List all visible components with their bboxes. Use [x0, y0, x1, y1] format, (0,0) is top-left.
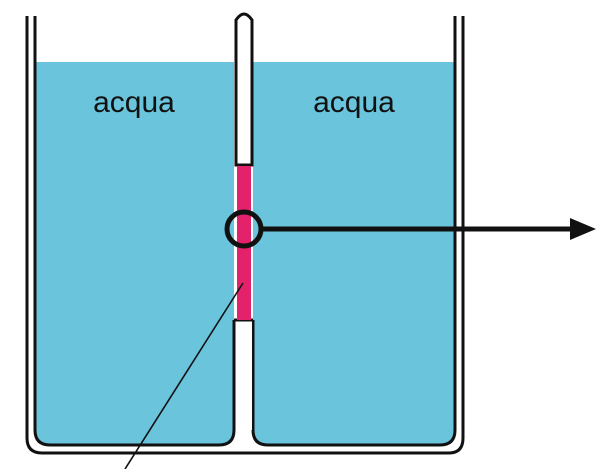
label-right: acqua — [313, 86, 395, 119]
divider-lower — [236, 320, 252, 430]
label-left: acqua — [93, 86, 175, 119]
container-inner-right — [251, 16, 457, 447]
container-inner-left — [33, 16, 236, 447]
zoom-circle — [224, 209, 264, 249]
membrane — [237, 166, 251, 320]
divider-upper — [234, 12, 254, 167]
container-wall — [25, 16, 465, 455]
water-left — [35, 62, 234, 445]
water-right — [253, 62, 455, 445]
arrow-head — [570, 218, 596, 240]
leader-line — [124, 282, 244, 469]
